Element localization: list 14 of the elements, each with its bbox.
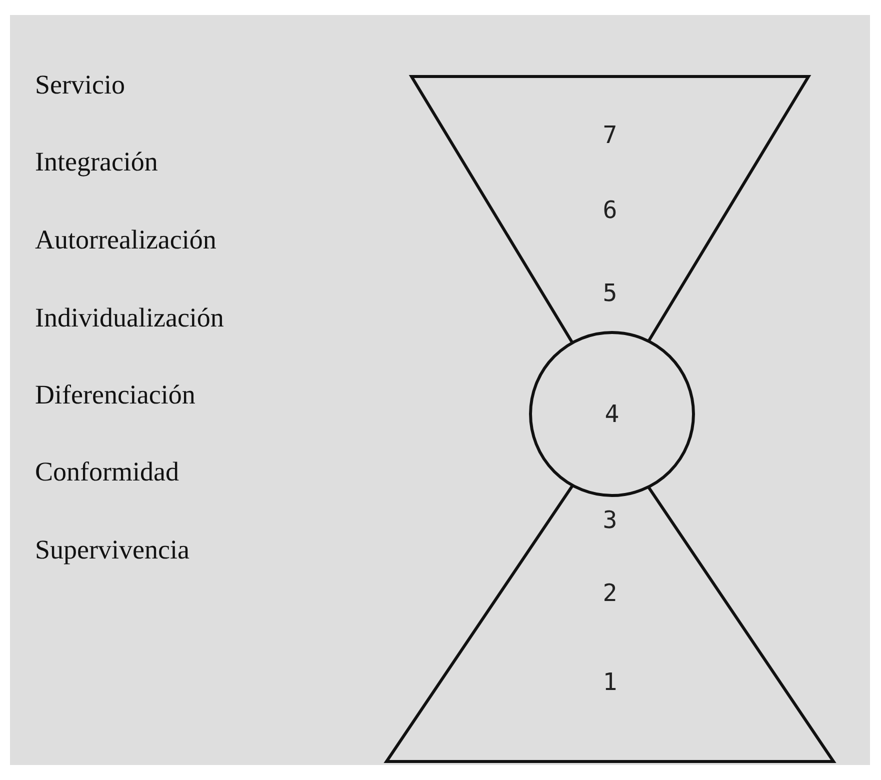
level-label: Servicio [35, 70, 125, 100]
level-label: Conformidad [35, 456, 179, 488]
level-number: 3 [602, 506, 618, 534]
level-number: 5 [602, 279, 618, 307]
level-number: 6 [602, 196, 618, 224]
level-label: Supervivencia [35, 534, 190, 566]
level-number: 2 [602, 579, 618, 607]
level-number: 1 [602, 668, 618, 696]
level-label: Diferenciación [35, 380, 196, 410]
level-label: Integración [35, 146, 158, 178]
level-label: Autorrealización [35, 224, 216, 256]
level-number: 7 [602, 121, 618, 149]
level-label: Individualización [35, 302, 224, 334]
level-number: 4 [604, 400, 620, 428]
